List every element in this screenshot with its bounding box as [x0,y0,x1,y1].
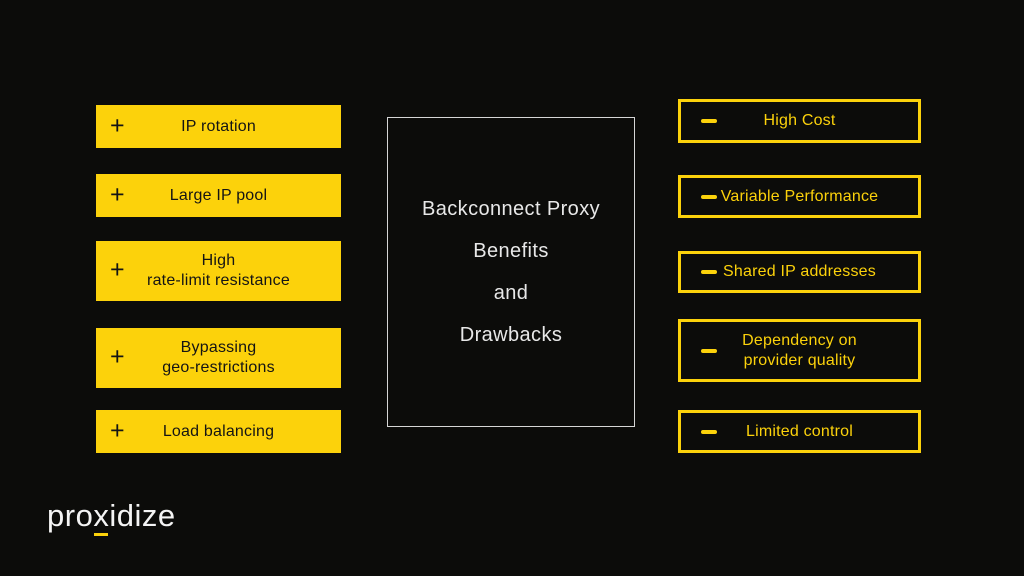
title-panel: Backconnect Proxy Benefits and Drawbacks [387,117,635,427]
plus-icon: + [110,255,125,284]
logo-text-part1: pro [47,498,94,533]
drawback-label: Limited control [745,422,854,440]
benefit-label: IP rotation [181,117,256,135]
title-line: Backconnect Proxy [422,198,600,220]
logo-text-part2: idize [109,498,176,533]
benefit-box-large-ip-pool: + Large IP pool [96,174,341,217]
drawback-label: Shared IP addresses [723,263,876,280]
drawback-box-high-cost: High Cost [678,99,921,143]
benefit-box-load-balancing: + Load balancing [96,410,341,453]
drawback-label: Variable Performance [720,187,879,205]
benefit-box-geo-restrictions: + Bypassing geo-restrictions [96,328,341,388]
benefit-box-ip-rotation: + IP rotation [96,105,341,148]
plus-icon: + [110,416,125,444]
title-line: Drawbacks [459,324,563,346]
minus-icon [701,119,717,123]
minus-icon [701,194,717,199]
drawback-label: Dependency on provider quality [742,331,857,369]
minus-icon [701,270,717,274]
benefit-label: High rate-limit resistance [147,252,290,289]
drawback-box-limited-control: Limited control [678,410,921,453]
title-line: and [493,282,529,304]
drawback-box-variable-performance: Variable Performance [678,175,921,218]
logo-accent-glyph: x [93,498,110,533]
minus-icon [701,348,717,353]
benefit-label: Large IP pool [169,186,268,204]
logo-underline [94,533,109,537]
drawback-box-shared-ip: Shared IP addresses [678,251,921,293]
plus-icon: + [110,342,125,371]
title-line: Benefits [473,240,549,262]
logo-accent-letter: x [93,498,110,537]
plus-icon: + [110,180,125,208]
minus-icon [701,429,717,434]
plus-icon: + [110,111,125,139]
benefit-label: Load balancing [162,422,275,440]
benefit-label: Bypassing geo-restrictions [162,339,275,376]
drawback-label: High Cost [763,112,836,129]
drawback-box-provider-dependency: Dependency on provider quality [678,319,921,382]
benefit-box-rate-limit-resistance: + High rate-limit resistance [96,241,341,301]
